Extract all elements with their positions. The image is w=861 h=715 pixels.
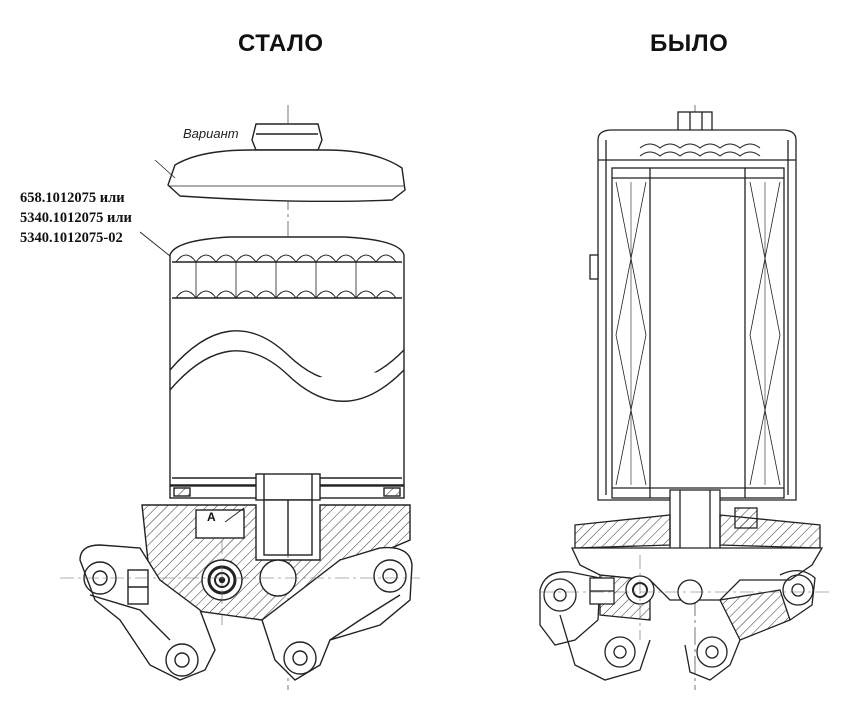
base-head <box>539 507 830 681</box>
filter-canister <box>169 236 405 486</box>
new-filter-drawing <box>60 105 420 690</box>
part-number-line: 5340.1012075 или <box>20 210 132 226</box>
heading-after: СТАЛО <box>238 30 324 57</box>
old-filter-drawing <box>539 105 830 690</box>
central-fitting <box>255 473 321 556</box>
heading-before: БЫЛО <box>650 30 729 57</box>
section-mark-a: A <box>207 510 216 524</box>
filter-element <box>611 167 785 499</box>
variant-cap <box>154 123 406 203</box>
filter-head <box>60 504 420 681</box>
part-number-line: 5340.1012075-02 <box>20 230 123 246</box>
variant-label: Вариант <box>183 126 239 141</box>
part-numbers-label: 658.1012075 или 5340.1012075 или 5340.10… <box>20 188 132 248</box>
part-number-line: 658.1012075 или <box>20 190 125 206</box>
